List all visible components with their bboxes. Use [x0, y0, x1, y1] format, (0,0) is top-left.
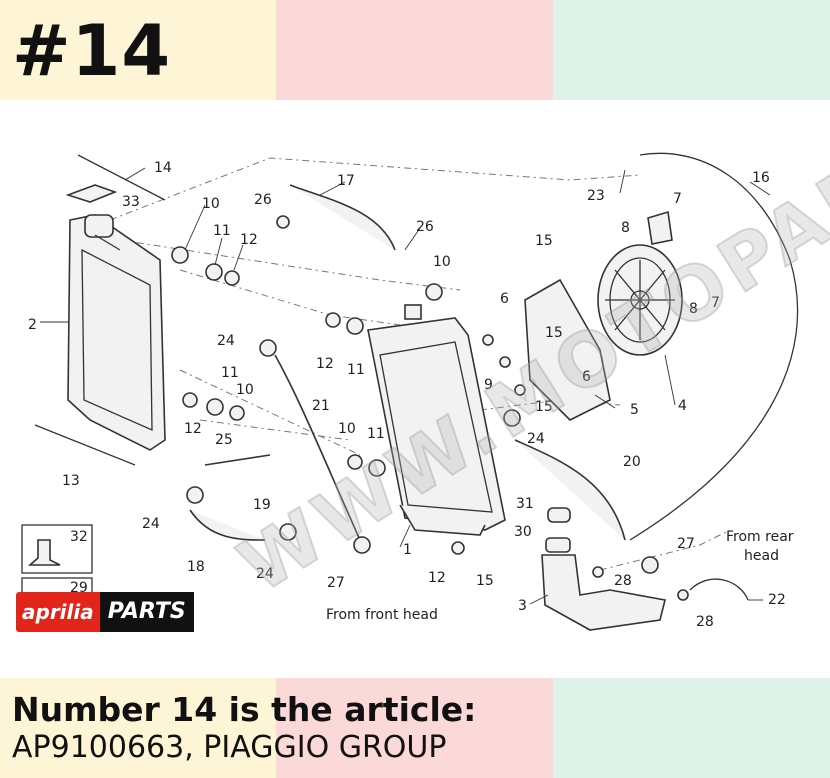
logo-parts: PARTS [99, 592, 194, 632]
label-24-b: 24 [527, 431, 545, 447]
label-26-b: 26 [416, 219, 434, 235]
right-radiator [367, 304, 506, 536]
label-11-d: 11 [367, 426, 385, 442]
label-12-b: 12 [316, 356, 334, 372]
note-from-front-head: From front head [326, 607, 438, 623]
label-23: 23 [587, 188, 605, 204]
label-24-a: 24 [217, 333, 235, 349]
label-16: 16 [752, 170, 770, 186]
label-9: 9 [484, 377, 493, 393]
label-27-b: 27 [677, 536, 695, 552]
label-10-d: 10 [338, 421, 356, 437]
label-10-a: 10 [202, 196, 220, 212]
note-from-rear-head-1: From rear [726, 529, 794, 545]
label-6-a: 6 [500, 291, 509, 307]
label-3: 3 [518, 598, 527, 614]
hoses [189, 152, 799, 601]
label-30: 30 [514, 524, 532, 540]
label-15-c: 15 [535, 399, 553, 415]
leader-lines [40, 167, 771, 605]
label-22: 22 [768, 592, 786, 608]
label-33: 33 [122, 194, 140, 210]
cooling-fan [524, 210, 683, 421]
label-21: 21 [312, 398, 330, 414]
label-18: 18 [187, 559, 205, 575]
clamps-and-washers [171, 215, 689, 601]
label-6-b: 6 [582, 369, 591, 385]
label-11-b: 11 [347, 362, 365, 378]
label-8-a: 8 [621, 220, 630, 236]
label-15-b: 15 [545, 325, 563, 341]
page-title: #14 [12, 10, 172, 92]
label-7-a: 7 [673, 191, 682, 207]
exploded-parts-diagram: 1 2 3 4 5 6 6 7 7 8 8 9 10 10 10 10 11 1… [0, 100, 830, 678]
label-26-a: 26 [254, 192, 272, 208]
label-13: 13 [62, 473, 80, 489]
label-15-a: 15 [535, 233, 553, 249]
label-11-c: 11 [221, 365, 239, 381]
label-12-c: 12 [184, 421, 202, 437]
label-12-d: 12 [428, 570, 446, 586]
label-19: 19 [253, 497, 271, 513]
label-8-b: 8 [689, 301, 698, 317]
label-24-c: 24 [142, 516, 160, 532]
bolts [34, 154, 166, 466]
label-5: 5 [630, 402, 639, 418]
label-20: 20 [623, 454, 641, 470]
label-15-d: 15 [476, 573, 494, 589]
label-14: 14 [154, 160, 172, 176]
label-25: 25 [215, 432, 233, 448]
label-12-a: 12 [240, 232, 258, 248]
header-band [0, 0, 830, 100]
thermostat-housing [541, 507, 666, 631]
label-10-c: 10 [236, 382, 254, 398]
label-17: 17 [337, 173, 355, 189]
diagram-svg: 1 2 3 4 5 6 6 7 7 8 8 9 10 10 10 10 11 1… [21, 152, 799, 631]
label-2: 2 [28, 317, 37, 333]
label-11-a: 11 [213, 223, 231, 239]
label-10-b: 10 [433, 254, 451, 270]
note-from-rear-head-2: head [744, 548, 779, 564]
label-32: 32 [70, 529, 88, 545]
label-31: 31 [516, 496, 534, 512]
label-28-a: 28 [614, 573, 632, 589]
part-number-labels: 1 2 3 4 5 6 6 7 7 8 8 9 10 10 10 10 11 1… [28, 160, 794, 630]
label-24-d: 24 [256, 566, 274, 582]
caption-heading: Number 14 is the article: [12, 690, 477, 729]
caption-part-number: AP9100663, PIAGGIO GROUP [12, 730, 447, 765]
label-1: 1 [403, 542, 412, 558]
label-4: 4 [678, 398, 687, 414]
logo-brand: aprilia [16, 592, 100, 632]
aprilia-parts-logo: aprilia PARTS [16, 592, 194, 632]
label-7-b: 7 [711, 295, 720, 311]
left-radiator [65, 184, 166, 451]
label-27-a: 27 [327, 575, 345, 591]
caption-band [0, 678, 830, 778]
label-28-b: 28 [696, 614, 714, 630]
